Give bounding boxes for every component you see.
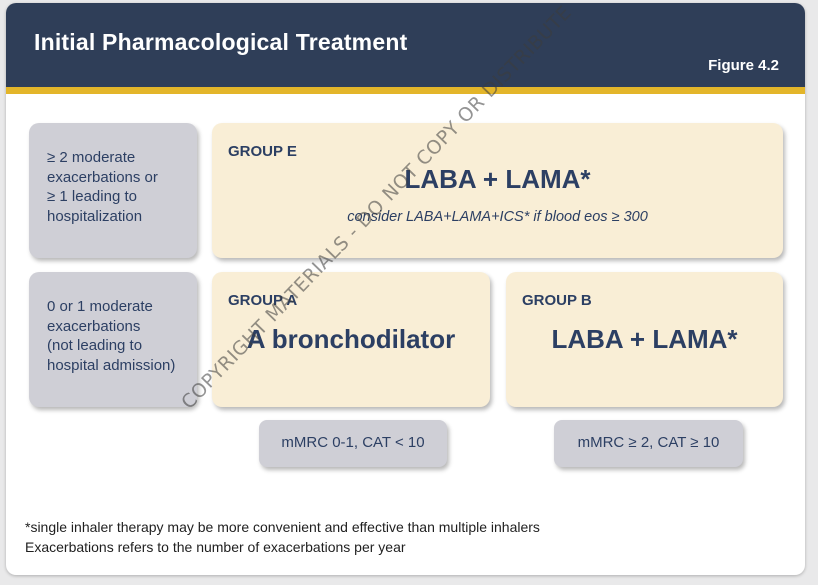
group-b-label: GROUP B (522, 292, 592, 309)
group-e-note: consider LABA+LAMA+ICS* if blood eos ≥ 3… (347, 209, 648, 225)
group-b-treatment: LABA + LAMA* (551, 324, 738, 354)
metric-low-text: mMRC 0-1, CAT < 10 (281, 434, 425, 451)
footnote-inhaler: *single inhaler therapy may be more conv… (25, 519, 540, 535)
criteria-line: 0 or 1 moderate (47, 298, 153, 315)
criteria-line: (not leading to (47, 337, 143, 354)
group-a-treatment: A bronchodilator (246, 324, 456, 354)
criteria-text-high-risk: ≥ 2 moderate exacerbations or ≥ 1 leadin… (47, 148, 158, 226)
group-e-label: GROUP E (228, 143, 297, 160)
header-bar: Initial Pharmacological Treatment Figure… (6, 3, 805, 87)
group-a-label: GROUP A (228, 292, 298, 309)
group-a-box: GROUP A A bronchodilator (212, 272, 490, 407)
criteria-text-low-risk: 0 or 1 moderate exacerbations (not leadi… (47, 297, 175, 375)
figure-label: Figure 4.2 (708, 57, 779, 74)
metric-box-low: mMRC 0-1, CAT < 10 (259, 420, 447, 467)
criteria-line: ≥ 1 leading to (47, 188, 137, 205)
criteria-box-high-risk: ≥ 2 moderate exacerbations or ≥ 1 leadin… (29, 123, 197, 258)
page-title: Initial Pharmacological Treatment (34, 29, 408, 55)
criteria-line: exacerbations or (47, 168, 158, 186)
group-e-box: GROUP E LABA + LAMA* consider LABA+LAMA+… (212, 123, 783, 258)
criteria-line: hospital admission) (47, 356, 176, 374)
footnote-exacerbations: Exacerbations refers to the number of ex… (25, 539, 406, 555)
metric-box-high: mMRC ≥ 2, CAT ≥ 10 (554, 420, 743, 467)
criteria-line: exacerbations (47, 317, 141, 335)
accent-divider (6, 87, 805, 94)
group-e-treatment: LABA + LAMA* (404, 164, 591, 194)
criteria-line: hospitalization (47, 207, 143, 225)
criteria-box-low-risk: 0 or 1 moderate exacerbations (not leadi… (29, 272, 197, 407)
group-b-box: GROUP B LABA + LAMA* (506, 272, 783, 407)
metric-high-text: mMRC ≥ 2, CAT ≥ 10 (577, 434, 720, 451)
criteria-line: ≥ 2 moderate (47, 149, 136, 166)
